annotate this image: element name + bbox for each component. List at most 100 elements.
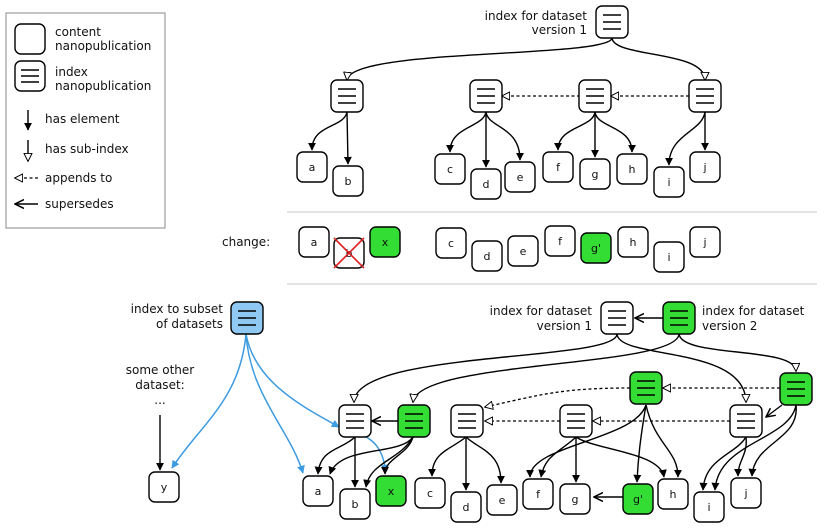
edge-top-index3-f bbox=[554, 111, 596, 151]
top-node-f-label: f bbox=[556, 161, 561, 174]
edge-index4-new-f bbox=[526, 404, 647, 478]
bottom-node-g-prime: g' bbox=[622, 483, 654, 515]
legend-has-element-label: has element bbox=[45, 112, 120, 126]
edge-subset-to-index1 bbox=[245, 333, 340, 428]
legend-content-icon bbox=[14, 23, 46, 55]
bottom-node-c-label: c bbox=[427, 487, 433, 500]
other-dataset-line2: dataset: bbox=[135, 378, 184, 392]
bottom-v2-label-line2: version 2 bbox=[702, 319, 757, 333]
top-node-b-label: b bbox=[345, 175, 352, 188]
top-node-g-label: g bbox=[592, 168, 599, 181]
change-row: change: a b x c d e f g' h i j bbox=[222, 225, 721, 273]
bottom-node-d: d bbox=[450, 491, 482, 523]
subset-index-node bbox=[230, 301, 264, 335]
bottom-node-h-label: h bbox=[670, 488, 677, 501]
top-section: index for dataset version 1 bbox=[296, 5, 722, 200]
bottom-node-e-label: e bbox=[499, 494, 506, 507]
other-dataset-line1: some other bbox=[126, 363, 195, 377]
legend-appends-to-label: appends to bbox=[45, 171, 112, 185]
edge-index5-new-j bbox=[748, 404, 797, 477]
change-node-d: d bbox=[471, 240, 503, 272]
bottom-node-j-label: j bbox=[743, 487, 747, 500]
bottom-node-a-label: a bbox=[315, 485, 322, 498]
edge-index2-e bbox=[465, 436, 505, 484]
bottom-node-h: h bbox=[657, 478, 689, 510]
change-node-b-removed: b bbox=[333, 237, 365, 269]
edge-index5-i bbox=[699, 436, 747, 491]
edge-v1-to-index1 bbox=[354, 333, 618, 402]
bottom-v2-index-node bbox=[662, 301, 696, 335]
top-node-e: e bbox=[504, 161, 536, 193]
top-root-label-line1: index for dataset bbox=[485, 9, 588, 23]
top-index-node-2 bbox=[469, 79, 503, 113]
top-node-h-label: h bbox=[629, 163, 636, 176]
top-node-j: j bbox=[689, 151, 721, 183]
change-node-x-label: x bbox=[382, 236, 389, 249]
change-label: change: bbox=[222, 235, 270, 249]
bottom-index-node-1 bbox=[338, 404, 372, 438]
other-dataset-line3: ... bbox=[154, 393, 165, 407]
change-node-e-label: e bbox=[520, 245, 527, 258]
edge-top-index3-h bbox=[594, 111, 636, 153]
bottom-node-f-label: f bbox=[536, 488, 541, 501]
top-node-a: a bbox=[296, 151, 328, 183]
legend-has-sub-index-label: has sub-index bbox=[45, 142, 129, 156]
edge-index1-new-b bbox=[363, 436, 414, 488]
change-node-i: i bbox=[653, 241, 685, 273]
top-node-d-label: d bbox=[483, 178, 490, 191]
top-node-d: d bbox=[470, 168, 502, 200]
edge-index3-h bbox=[575, 436, 667, 478]
bottom-index-node-1-new bbox=[397, 404, 431, 438]
top-node-b: b bbox=[332, 165, 364, 197]
bottom-node-a: a bbox=[302, 475, 334, 507]
change-node-c-label: c bbox=[448, 237, 454, 250]
edge-subset-to-y bbox=[171, 333, 247, 469]
edge-subset-to-a bbox=[245, 333, 305, 474]
bottom-node-g-prime-label: g' bbox=[633, 493, 643, 506]
bottom-section: index to subset of datasets some other d… bbox=[126, 301, 813, 523]
bottom-node-i: i bbox=[693, 491, 725, 523]
edge-index5-j bbox=[734, 436, 747, 477]
edge-top-index4-i bbox=[665, 111, 706, 166]
change-node-a-label: a bbox=[311, 236, 318, 249]
change-node-j-label: j bbox=[702, 236, 706, 249]
bottom-node-b-label: b bbox=[352, 498, 359, 511]
edge-v2-to-index1-new bbox=[413, 333, 680, 402]
bottom-node-y-label: y bbox=[161, 481, 168, 494]
top-node-i: i bbox=[653, 166, 685, 198]
change-node-a: a bbox=[298, 226, 330, 258]
bottom-index-node-3 bbox=[559, 404, 593, 438]
top-node-c: c bbox=[434, 153, 466, 185]
bottom-node-d-label: d bbox=[463, 501, 470, 514]
top-node-e-label: e bbox=[517, 171, 524, 184]
edge-index2-c bbox=[428, 436, 467, 477]
legend: content nanopublication index nanopublic… bbox=[5, 12, 166, 229]
bottom-node-e: e bbox=[486, 484, 518, 516]
edge-top-index1-b bbox=[343, 111, 352, 165]
top-node-h: h bbox=[616, 153, 648, 185]
bottom-node-i-label: i bbox=[707, 501, 710, 514]
bottom-node-y: y bbox=[148, 471, 180, 503]
bottom-index-node-4-new bbox=[629, 371, 663, 405]
bottom-node-f: f bbox=[522, 478, 554, 510]
legend-content-line1: content bbox=[55, 25, 101, 39]
top-node-j-label: j bbox=[702, 161, 706, 174]
top-node-g: g bbox=[579, 158, 611, 190]
edge-index4-new-appends-index2 bbox=[485, 387, 631, 407]
top-index-node-1 bbox=[330, 79, 364, 113]
change-node-x-added: x bbox=[369, 226, 401, 258]
change-node-g-prime-label: g' bbox=[591, 242, 601, 255]
top-root-label-line2: version 1 bbox=[532, 23, 587, 37]
top-node-a-label: a bbox=[309, 161, 316, 174]
top-node-c-label: c bbox=[447, 163, 453, 176]
bottom-index-node-2 bbox=[450, 404, 484, 438]
edge-top-root-to-index1 bbox=[347, 37, 613, 80]
change-node-f-label: f bbox=[558, 235, 563, 248]
bottom-v1-index-node bbox=[600, 301, 634, 335]
top-node-i-label: i bbox=[667, 176, 670, 189]
edge-index3-f bbox=[538, 436, 577, 478]
edge-top-index2-c bbox=[446, 111, 487, 153]
edge-index5-new-supersedes-index5 bbox=[766, 404, 783, 417]
change-node-c: c bbox=[435, 227, 467, 259]
edge-top-index1-a bbox=[308, 111, 348, 151]
